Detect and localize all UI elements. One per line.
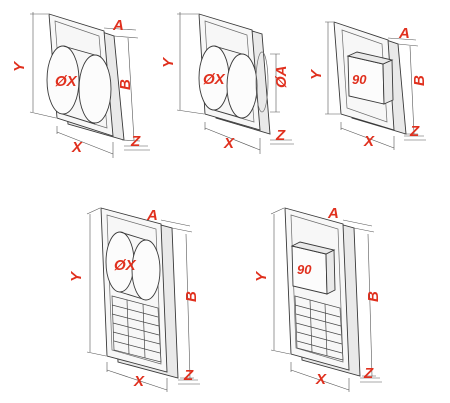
label-size-90-3: 90 bbox=[352, 72, 367, 87]
label-x-5: X bbox=[315, 371, 327, 388]
louvre-grid-4 bbox=[111, 299, 161, 359]
label-z-4: Z bbox=[183, 367, 194, 384]
label-diameter-x-2: ØX bbox=[203, 71, 226, 88]
label-a-4: A bbox=[146, 207, 158, 224]
label-x-4: X bbox=[133, 373, 145, 390]
label-y-4: Y bbox=[68, 270, 85, 282]
label-y-5: Y bbox=[253, 270, 270, 282]
diagram-rect-spigot-louvre: A B Y X Z 90 bbox=[253, 205, 382, 392]
diagram-round-spigot-louvre: A B Y X Z ØX bbox=[68, 207, 200, 392]
label-x-1: X bbox=[71, 139, 83, 156]
label-y-2: Y bbox=[160, 56, 177, 68]
label-a-1: A bbox=[112, 17, 124, 34]
label-z-5: Z bbox=[363, 365, 374, 382]
louvre-grid-5 bbox=[294, 299, 343, 357]
label-b-1: B bbox=[117, 79, 134, 90]
label-z-2: Z bbox=[275, 127, 286, 144]
label-diameter-x-4: ØX bbox=[114, 257, 137, 274]
diagram-rect-spigot-square: A B Y X Z 90 bbox=[308, 21, 428, 150]
label-size-90-5: 90 bbox=[297, 262, 312, 277]
label-a-5: A bbox=[327, 205, 339, 222]
diagram-round-spigot-square: A B Y X Z ØX bbox=[11, 12, 150, 158]
label-diameter-a: ØA bbox=[273, 66, 290, 89]
diagram-round-spigot-diameter-a: Y X Z ØX ØA bbox=[160, 12, 294, 154]
label-y-1: Y bbox=[11, 60, 28, 72]
label-b-3: B bbox=[411, 75, 428, 86]
label-b-5: B bbox=[365, 291, 382, 302]
label-z-1: Z bbox=[130, 133, 141, 150]
label-x-3: X bbox=[363, 133, 375, 150]
label-z-3: Z bbox=[409, 123, 420, 140]
label-a-3: A bbox=[398, 25, 410, 42]
label-y-3: Y bbox=[308, 68, 325, 80]
label-x-2: X bbox=[223, 135, 235, 152]
label-diameter-x-1: ØX bbox=[55, 73, 78, 90]
label-b-4: B bbox=[183, 291, 200, 302]
